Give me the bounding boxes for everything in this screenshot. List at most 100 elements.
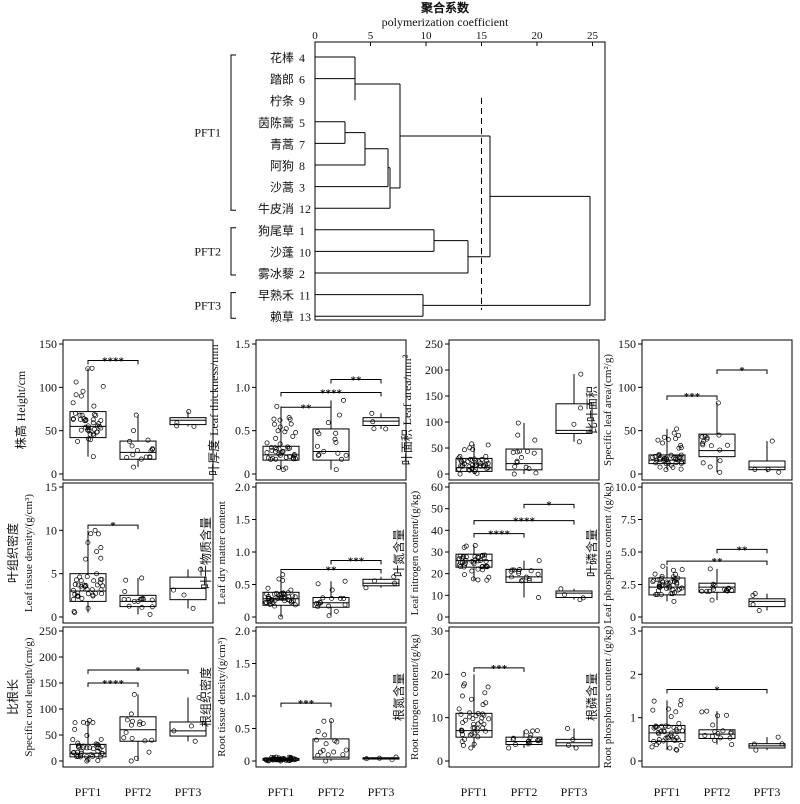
data-point [472, 543, 478, 548]
data-point [343, 747, 349, 753]
data-point [474, 726, 480, 732]
data-point [679, 567, 685, 573]
y-tick-label: 10.0 [615, 480, 636, 494]
data-point [76, 742, 82, 748]
data-point [79, 596, 85, 601]
data-point [673, 727, 679, 733]
data-point [333, 439, 339, 445]
data-point [510, 449, 516, 455]
y-tick-label: 60 [431, 480, 443, 494]
y-axis-label-en: Leaf dry matter content [216, 501, 228, 605]
data-point [123, 729, 129, 735]
data-point [475, 734, 481, 740]
data-point [341, 596, 347, 601]
data-point [98, 418, 104, 424]
data-point [326, 613, 332, 619]
data-point [471, 741, 477, 747]
data-point [72, 726, 78, 732]
panel-frame [255, 482, 407, 624]
data-point [274, 403, 280, 409]
species-id: 4 [299, 51, 305, 65]
data-point [715, 400, 721, 406]
data-point [84, 574, 90, 580]
data-point [264, 591, 270, 597]
y-tick-label: 1 [630, 711, 636, 725]
y-tick-label: 0 [630, 467, 636, 481]
data-point [268, 457, 274, 462]
data-point [722, 586, 728, 592]
data-point [524, 448, 530, 454]
panel-frame [448, 339, 600, 481]
data-point [724, 442, 730, 448]
data-point [481, 721, 487, 727]
data-point [91, 578, 97, 584]
species-name: 雾冰藜 [258, 267, 294, 281]
significance-label: *** [684, 391, 701, 403]
data-point [463, 543, 469, 549]
box-pft2 [119, 575, 157, 617]
panel-frame [641, 339, 793, 481]
data-point [94, 582, 100, 588]
significance-label: * [110, 520, 116, 532]
data-point [653, 460, 659, 466]
data-point [130, 452, 136, 458]
box-iqr [362, 578, 400, 587]
panel-frame [255, 626, 407, 768]
y-tick-label: 0 [244, 467, 250, 481]
data-point [699, 588, 705, 594]
data-point [77, 412, 83, 418]
data-point [263, 757, 269, 763]
data-point [283, 454, 289, 460]
data-point [677, 586, 682, 592]
box-pft2 [505, 420, 543, 477]
data-point [702, 733, 708, 738]
y-tick-label: 200 [425, 363, 443, 377]
data-point [121, 735, 127, 741]
data-point [461, 671, 467, 677]
data-point [70, 400, 76, 406]
box-pft2 [119, 691, 157, 764]
data-point [484, 458, 489, 464]
data-point [339, 456, 344, 462]
box-pft3 [169, 695, 207, 744]
data-point [528, 568, 534, 574]
significance-label: *** [348, 555, 365, 567]
data-point [480, 702, 486, 708]
data-point [676, 454, 682, 460]
data-point [142, 738, 148, 744]
y-tick-label: 7.5 [621, 513, 636, 527]
box-pft1 [262, 572, 300, 620]
data-point [481, 463, 487, 469]
data-point [70, 587, 76, 593]
significance-label: ** [737, 544, 749, 556]
data-point [138, 456, 144, 462]
data-point [85, 366, 91, 372]
data-point [329, 595, 335, 601]
data-point [329, 587, 335, 593]
x-tick-label: PFT2 [511, 785, 538, 799]
box-pft3 [169, 566, 207, 611]
data-point [333, 467, 339, 473]
y-tick-label: 0 [51, 610, 57, 624]
data-point [171, 728, 177, 734]
data-point [147, 455, 153, 460]
data-point [674, 457, 680, 463]
x-tick-label: PFT2 [318, 785, 345, 799]
data-point [678, 697, 684, 703]
data-point [717, 447, 723, 453]
data-point [652, 453, 658, 459]
data-point [729, 742, 735, 747]
data-point [124, 717, 130, 723]
data-point [342, 602, 348, 608]
data-point [128, 711, 134, 717]
data-point [700, 440, 705, 446]
data-point [468, 696, 474, 702]
data-point [463, 554, 469, 560]
data-point [459, 693, 465, 699]
data-point [342, 578, 348, 584]
data-point [513, 742, 518, 747]
box-pft3 [362, 410, 400, 432]
